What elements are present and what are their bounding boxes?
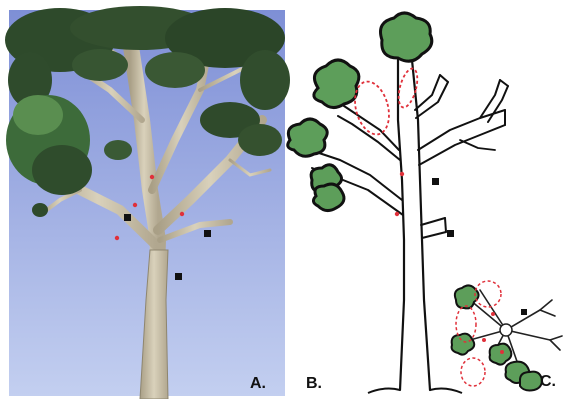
black-square-marker <box>204 230 211 237</box>
red-dot-marker <box>500 350 504 354</box>
topview-trunk <box>500 324 512 336</box>
black-square-marker <box>175 273 182 280</box>
panel-a-photo: A. <box>5 6 290 399</box>
black-square-marker <box>521 309 527 315</box>
dashed-ellipse-region <box>461 358 485 386</box>
red-dot-marker <box>180 212 184 216</box>
black-square-marker <box>124 214 131 221</box>
red-dot-marker <box>400 172 404 176</box>
panel-c-topview: C. <box>452 281 562 391</box>
drawing-ground <box>368 389 462 393</box>
black-square-marker <box>447 230 454 237</box>
red-dot-marker <box>133 203 137 207</box>
red-dot-marker <box>491 312 495 316</box>
red-dot-marker <box>482 338 486 342</box>
topview-foliage <box>452 285 542 390</box>
red-dot-marker <box>150 175 154 179</box>
red-dot-marker <box>115 236 119 240</box>
red-dot-marker <box>395 212 399 216</box>
black-square-marker <box>432 178 439 185</box>
panel-b-label: B. <box>306 375 322 392</box>
panel-a-label: A. <box>250 375 266 392</box>
panel-b-drawing: B. <box>288 13 508 393</box>
panel-c-label: C. <box>540 373 556 390</box>
drawing-foliage <box>288 13 432 211</box>
